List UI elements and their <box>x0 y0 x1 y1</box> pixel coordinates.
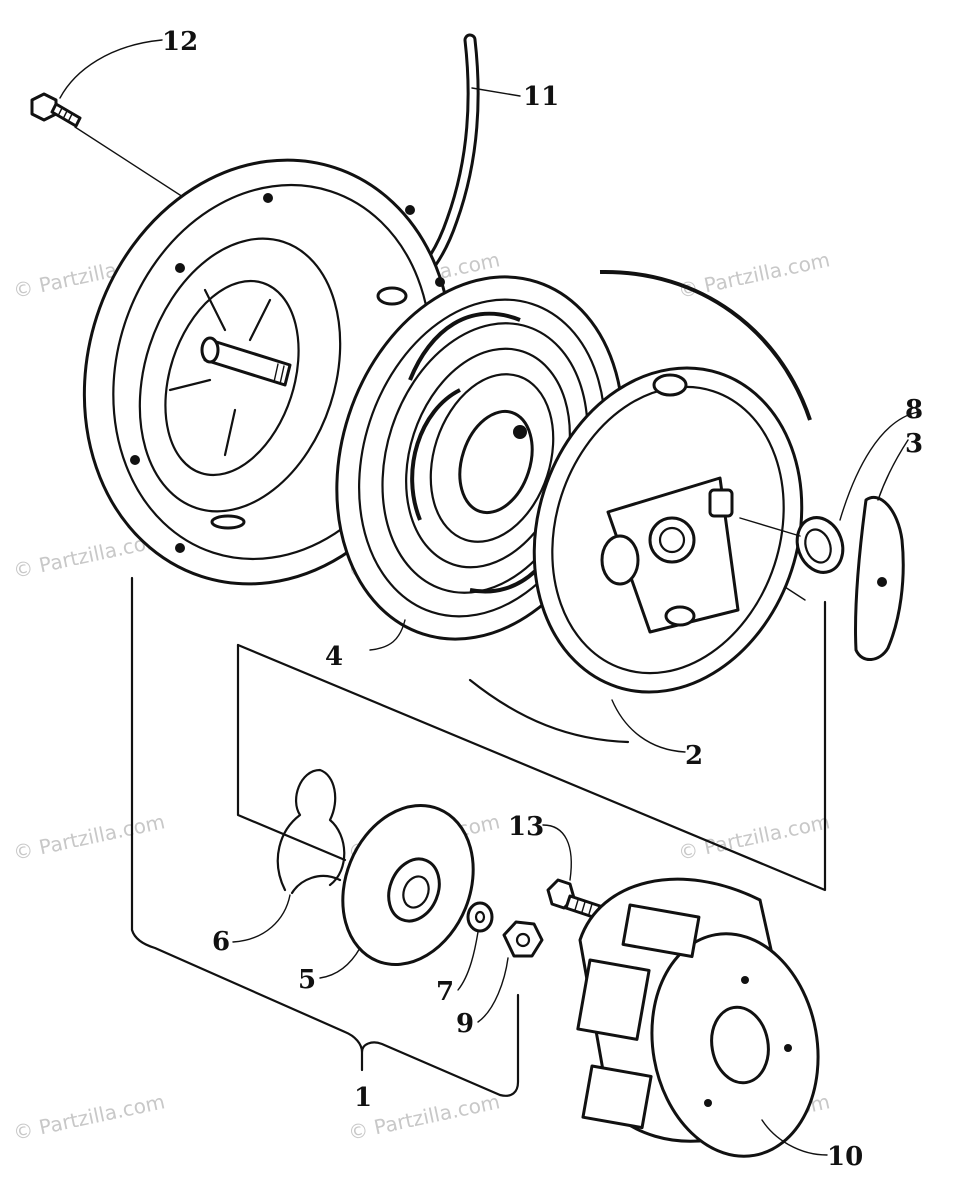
watermark-text: © Partzilla.com <box>11 1089 167 1145</box>
callout-labels: 12 11 8 3 4 2 13 6 5 7 9 1 10 <box>162 27 923 1172</box>
callout-1: 1 <box>354 1083 372 1113</box>
callout-13: 13 <box>508 812 544 842</box>
callout-8: 8 <box>905 395 923 425</box>
watermark-text: © Partzilla.com <box>11 809 167 865</box>
callout-11: 11 <box>523 82 559 112</box>
bolt-12 <box>30 92 82 128</box>
callout-3: 3 <box>905 429 923 459</box>
starter-cup-10 <box>576 877 820 1158</box>
pawl-spring-8 <box>739 516 845 574</box>
callout-7: 7 <box>436 977 454 1007</box>
pawl-3 <box>853 496 905 661</box>
friction-plate-5 <box>341 804 475 966</box>
callout-9: 9 <box>456 1009 474 1039</box>
rope-pulley-2 <box>468 269 812 744</box>
callout-12: 12 <box>162 27 198 57</box>
friction-spring-6 <box>276 768 346 895</box>
callout-10: 10 <box>827 1142 863 1172</box>
bolt-13 <box>546 878 602 920</box>
leader-lines <box>59 39 919 1156</box>
callout-2: 2 <box>685 741 703 771</box>
callout-6: 6 <box>212 927 230 957</box>
callout-4: 4 <box>325 642 343 672</box>
callout-5: 5 <box>298 965 316 995</box>
assembly-brackets <box>130 576 827 1097</box>
nut-9 <box>502 920 544 958</box>
washer-7 <box>466 901 494 933</box>
